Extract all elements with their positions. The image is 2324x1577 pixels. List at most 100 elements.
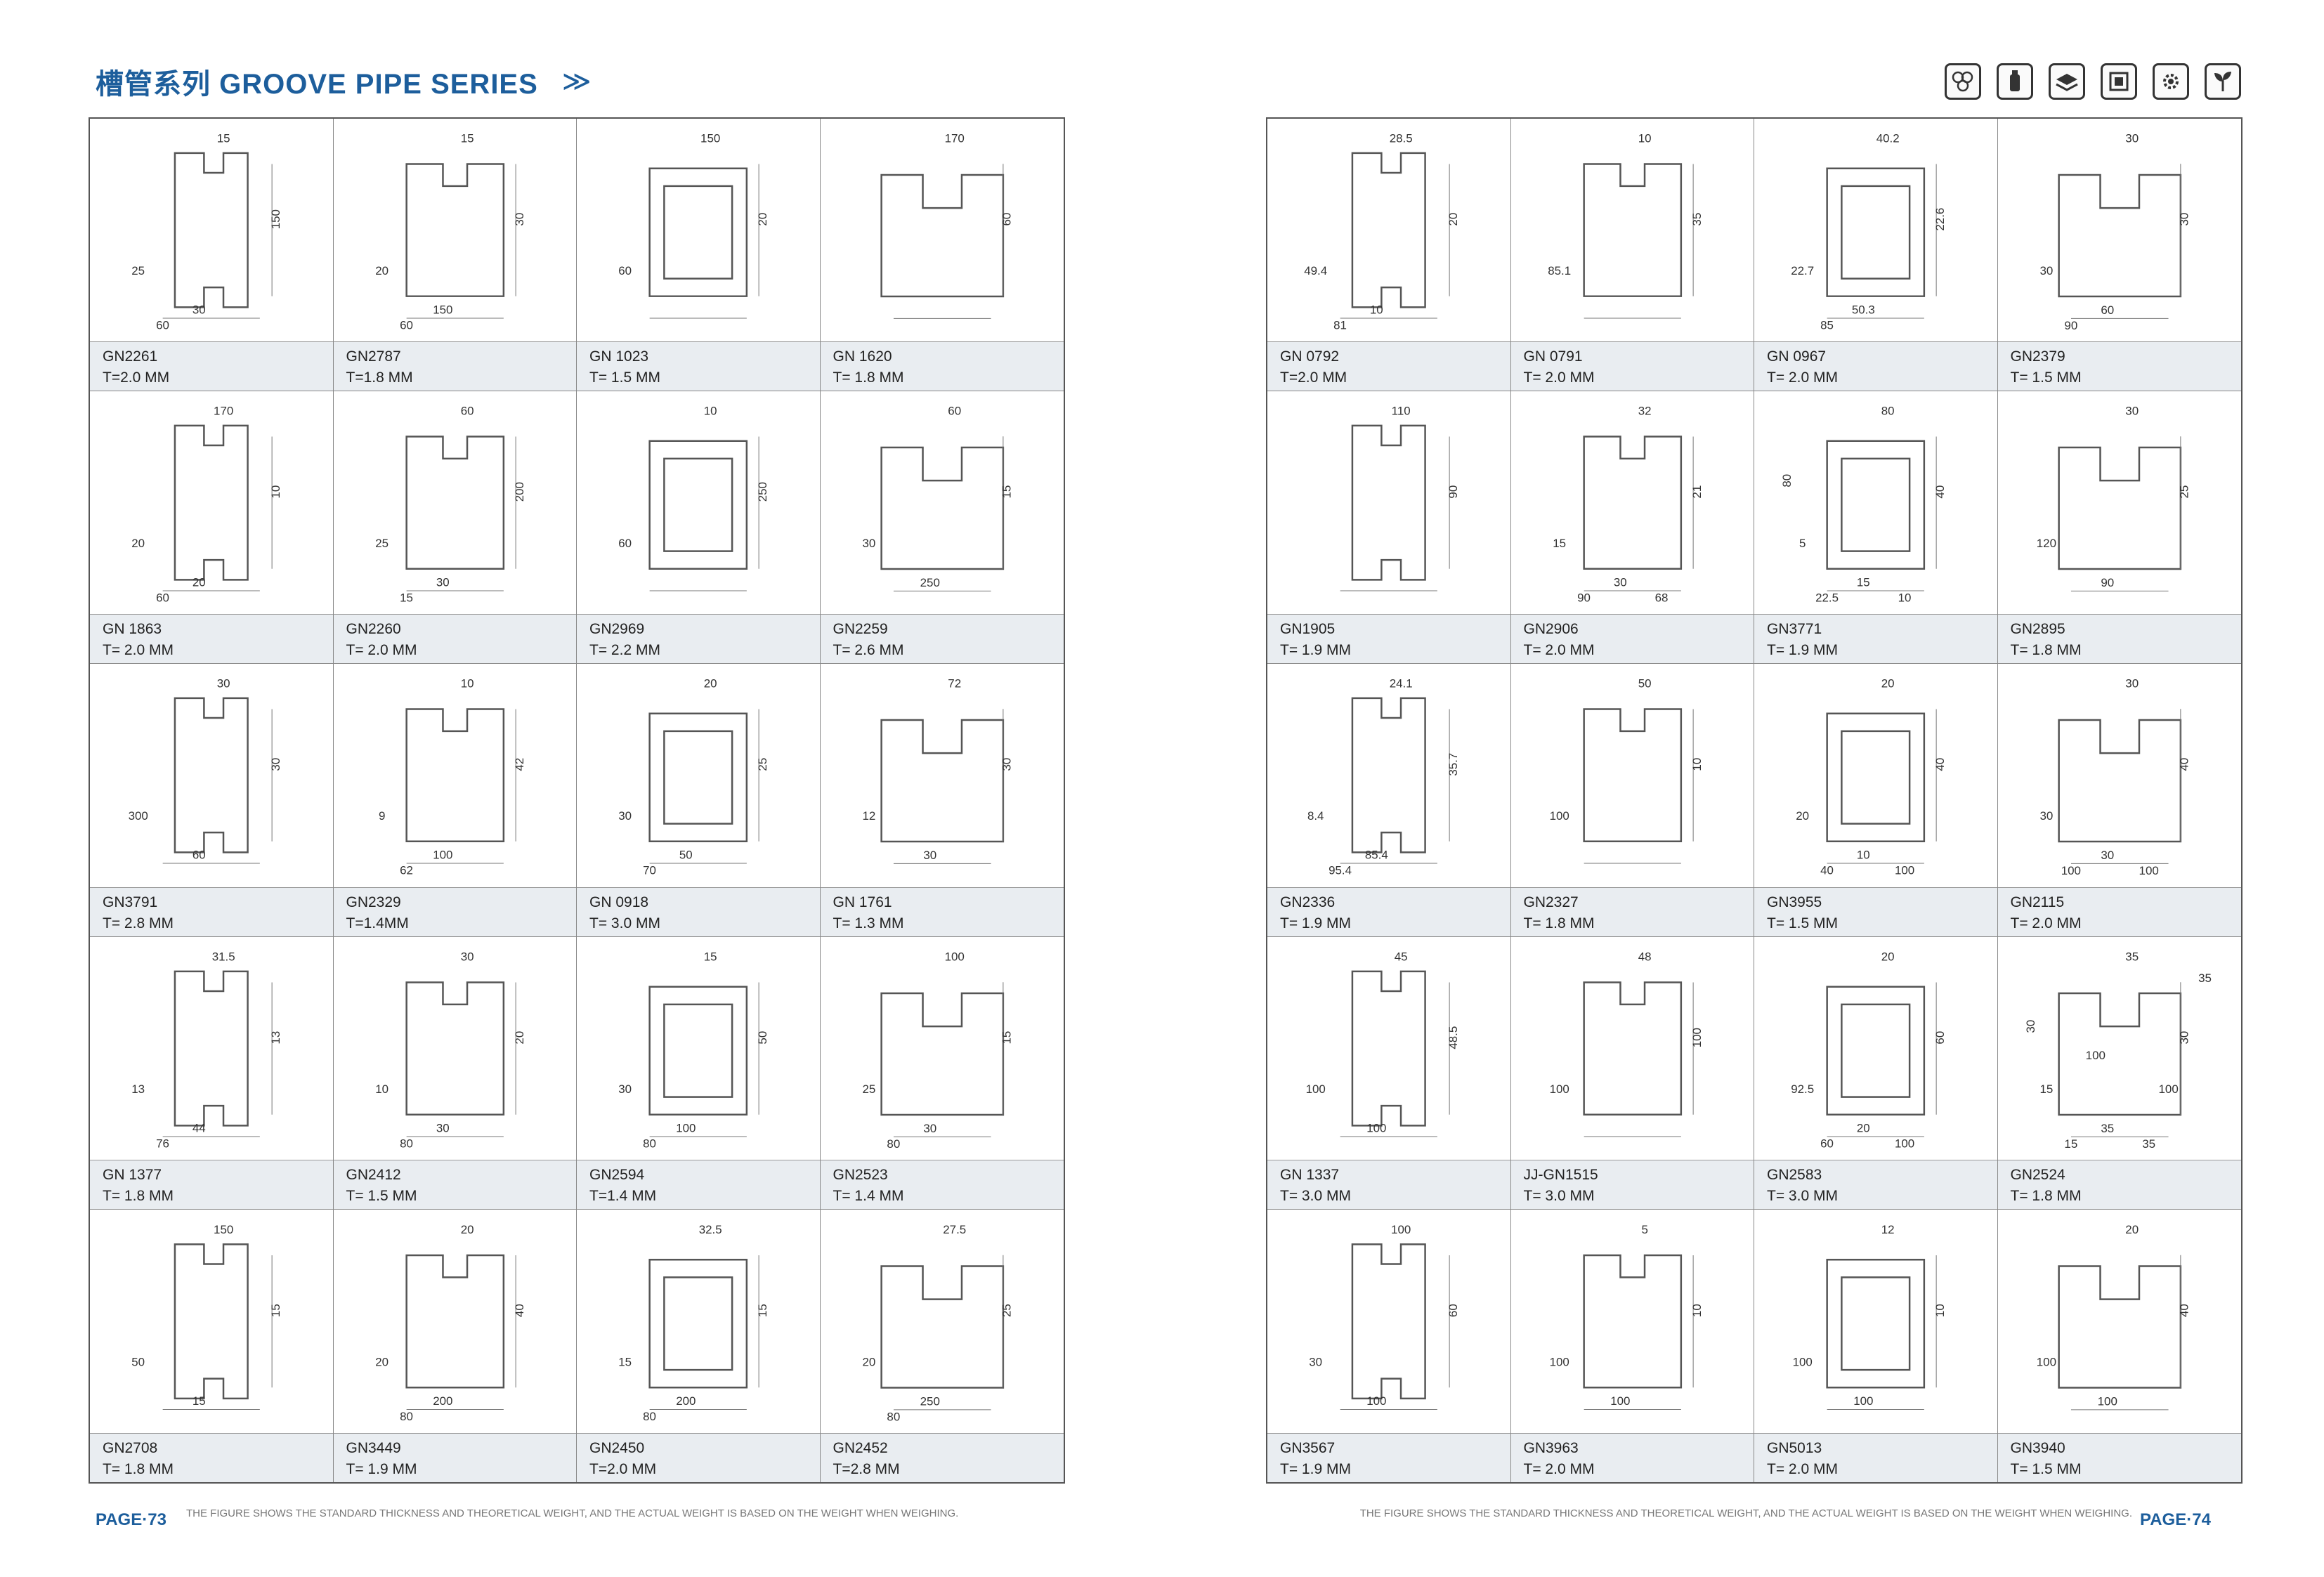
product-thickness: T= 1.5 MM [346, 1187, 417, 1204]
dimension-label: 100 [676, 1121, 696, 1134]
dimension-label: 60 [1933, 1030, 1947, 1044]
product-code: GN 1863 [103, 621, 162, 638]
dimension-label: 60 [1820, 1137, 1834, 1150]
dimension-label: 12 [1881, 1223, 1895, 1236]
dimension-label: 25 [375, 537, 389, 550]
dimension-label: 15 [269, 1304, 282, 1317]
product-code: GN3567 [1280, 1440, 1336, 1456]
dimension-label: 80 [643, 1137, 656, 1150]
dimension-label: 72 [948, 677, 961, 691]
product-thickness: T=1.4MM [346, 915, 409, 931]
product-code: GN2327 [1523, 894, 1579, 910]
product-code: GN3955 [1767, 894, 1822, 910]
product-code: GN2260 [346, 621, 401, 638]
product-code: GN5013 [1767, 1440, 1822, 1456]
dimension-label: 20 [704, 677, 717, 691]
dimension-label: 30 [2125, 131, 2139, 145]
product-thickness: T= 1.8 MM [103, 1461, 174, 1477]
dimension-label: 42 [512, 758, 525, 771]
product-thickness: T= 2.0 MM [1767, 369, 1838, 386]
dimension-label: 100 [1549, 1355, 1569, 1368]
profile-outline [2057, 719, 2181, 843]
dimension-label: 15 [1553, 537, 1566, 550]
product-code: GN3771 [1767, 621, 1822, 638]
machine-icon [2101, 63, 2137, 100]
product-thickness: T= 1.8 MM [2010, 1187, 2082, 1204]
dimension-label: 27.5 [943, 1223, 966, 1236]
profile-outline [405, 708, 504, 843]
dimension-label: 22.7 [1791, 264, 1814, 277]
product-code: GN2969 [589, 621, 645, 638]
dimension-label: 40 [1933, 758, 1947, 771]
dimension-label: 25 [131, 264, 145, 277]
dimension-label: 20 [1447, 213, 1460, 226]
product-thickness: T= 1.8 MM [1523, 915, 1595, 931]
dimension-label: 100 [1610, 1394, 1630, 1408]
product-code: GN 1023 [589, 348, 649, 365]
product-thickness: T=1.8 MM [346, 369, 413, 386]
dimension-label: 12 [862, 809, 875, 823]
product-code: GN2583 [1767, 1166, 1822, 1183]
profile-outline [880, 719, 1004, 843]
profile-outline [1582, 708, 1682, 843]
profile-outline [880, 174, 1004, 298]
product-thickness: T= 3.0 MM [589, 915, 660, 931]
dimension-label: 20 [862, 1355, 875, 1368]
dimension-label: 32.5 [699, 1223, 722, 1236]
profile-outline [174, 1243, 249, 1399]
footer-note-right: THE FIGURE SHOWS THE STANDARD THICKNESS … [1359, 1507, 2132, 1519]
dimension-label: 20 [1857, 1121, 1870, 1134]
product-label: GN1905 T= 1.9 MM [1267, 614, 1510, 664]
product-thickness: T= 2.6 MM [833, 642, 904, 659]
dimension-label: 10 [1898, 591, 1912, 605]
product-code: GN2906 [1523, 621, 1579, 638]
dimension-label: 100 [1306, 1082, 1326, 1095]
dimension-label: 25 [2177, 485, 2191, 499]
dimension-label: 5 [1641, 1223, 1647, 1236]
dimension-label: 35.7 [1447, 753, 1460, 776]
dimension-label: 10 [1690, 1304, 1703, 1317]
product-code: GN 1620 [833, 348, 892, 365]
product-thickness: T= 1.9 MM [346, 1461, 417, 1477]
dimension-label: 40 [2177, 1304, 2191, 1317]
profile-outline [174, 970, 249, 1127]
dimension-label: 28.5 [1390, 132, 1413, 145]
dimension-label: 100 [2158, 1082, 2178, 1096]
profile-outline [1826, 986, 1926, 1115]
dimension-label: 110 [1392, 405, 1411, 418]
product-label: GN3771 T= 1.9 MM [1754, 614, 1997, 664]
dimension-label: 15 [460, 132, 474, 145]
dimension-label: 30 [2125, 677, 2139, 691]
product-thickness: T= 1.9 MM [1767, 642, 1838, 659]
product-code: GN1905 [1280, 621, 1336, 638]
dimension-label: 30 [436, 576, 449, 589]
profile-outline [1582, 981, 1682, 1115]
page-number-left: PAGE·73 [96, 1510, 167, 1529]
dimension-label: 30 [618, 1082, 632, 1095]
product-thickness: T= 1.9 MM [1280, 642, 1351, 659]
product-code: GN2450 [589, 1440, 645, 1456]
profile-outline [405, 1254, 504, 1389]
